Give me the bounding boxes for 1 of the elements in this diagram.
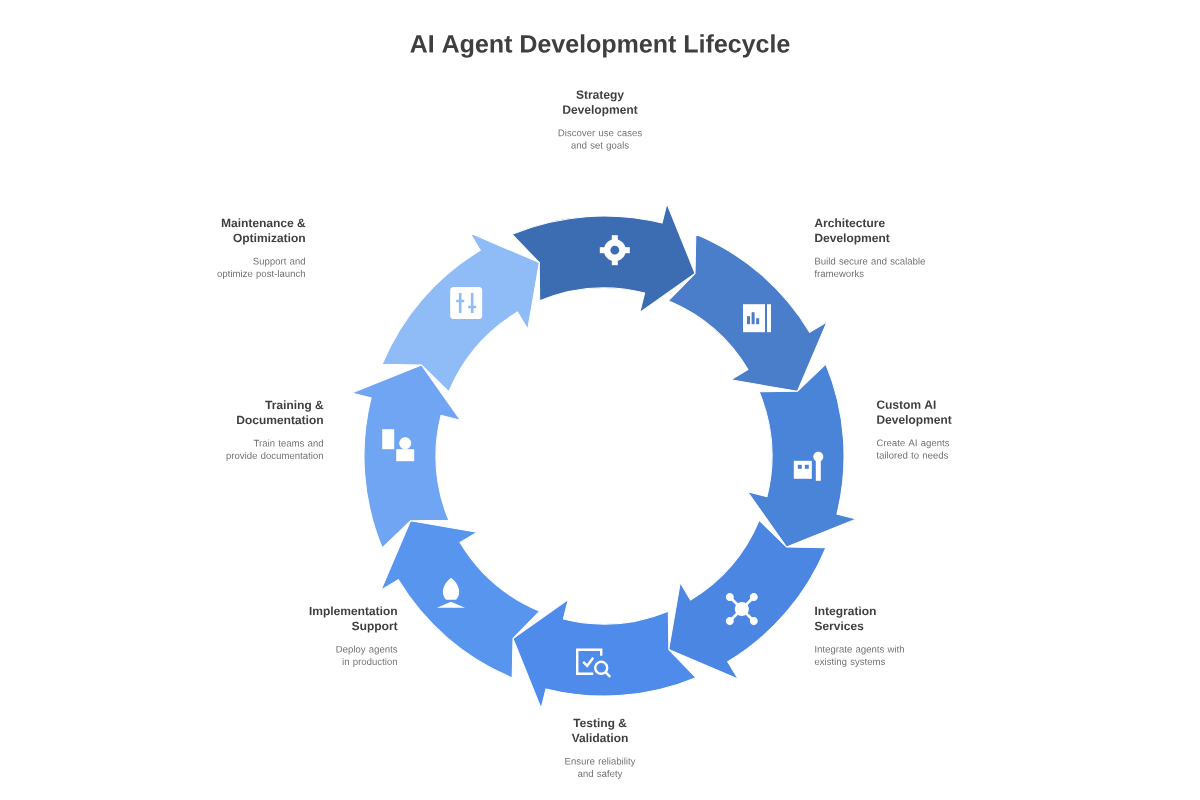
title: AI Agent Development Lifecycle — [410, 34, 790, 58]
